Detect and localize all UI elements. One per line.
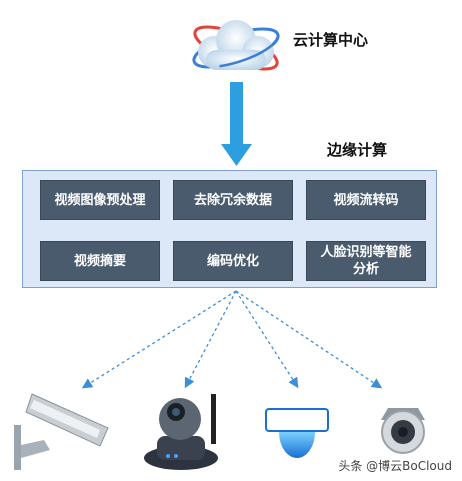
cloud-center-label: 云计算中心 [293, 31, 369, 49]
module-face-recognition: 人脸识别等智能 分析 [306, 241, 426, 281]
module-encoding-optimization: 编码优化 [173, 241, 293, 281]
module-remove-redundant-data: 去除冗余数据 [173, 180, 293, 220]
bullet-camera-icon [14, 393, 109, 470]
module-video-transcoding: 视频流转码 [306, 180, 426, 220]
module-video-summary: 视频摘要 [40, 241, 160, 281]
dome-camera-icon [265, 408, 329, 458]
edge-computing-label: 边缘计算 [327, 141, 388, 159]
watermark: 头条 @博云BoCloud [338, 459, 452, 473]
cloud-icon [192, 20, 280, 71]
module-video-preprocessing: 视频图像预处理 [40, 180, 160, 220]
device-connectors [81, 290, 383, 389]
downward-arrow-icon [221, 82, 252, 166]
ptz-camera-icon [144, 394, 218, 470]
edge-computing-box: 视频图像预处理 去除冗余数据 视频流转码 视频摘要 编码优化 人脸识别等智能 分… [22, 170, 437, 288]
fisheye-camera-icon [381, 408, 425, 454]
